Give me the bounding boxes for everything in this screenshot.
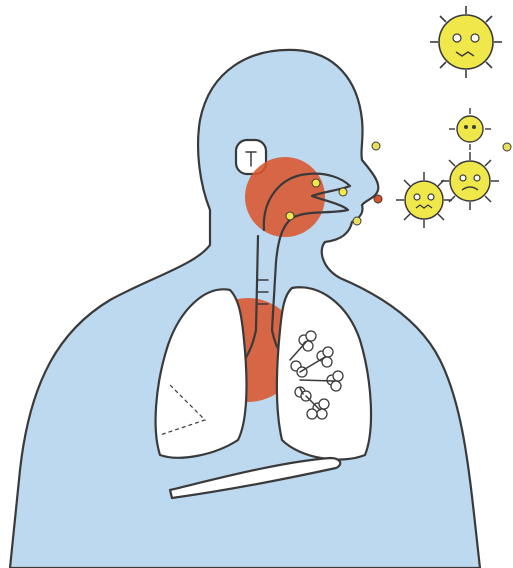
virus-icon: [441, 152, 499, 210]
virus-icon: [430, 6, 502, 78]
virus-icon: [449, 108, 491, 150]
virus-icon: [396, 172, 452, 228]
